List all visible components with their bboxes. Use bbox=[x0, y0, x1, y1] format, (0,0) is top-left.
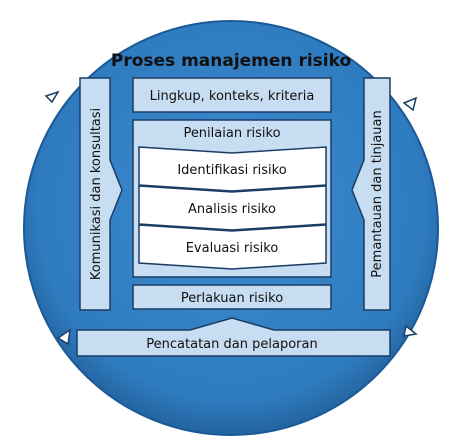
step-identification-shape bbox=[138, 146, 327, 192]
step-evaluation-label: Evaluasi risiko bbox=[186, 241, 279, 256]
diagram-title: Proses manajemen risiko bbox=[111, 51, 351, 71]
monitoring-bar-label: Pemantauan dan tinjauan bbox=[370, 110, 385, 277]
communication-bar bbox=[79, 77, 123, 311]
step-analysis-label: Analisis risiko bbox=[188, 202, 276, 217]
corner-triangle-bottom-left bbox=[56, 328, 71, 346]
scope-box bbox=[132, 77, 332, 113]
step-evaluation-shape bbox=[138, 224, 327, 270]
recording-bar-label: Pencatatan dan pelaporan bbox=[146, 337, 317, 352]
scope-box-label: Lingkup, konteks, kriteria bbox=[150, 89, 315, 104]
treatment-box bbox=[132, 284, 332, 310]
communication-bar-label: Komunikasi dan konsultasi bbox=[89, 108, 104, 280]
treatment-box-label: Perlakuan risiko bbox=[181, 291, 283, 306]
corner-triangle-top-left bbox=[44, 90, 60, 104]
monitoring-bar bbox=[351, 77, 391, 311]
step-analysis-shape bbox=[138, 185, 327, 231]
assessment-title: Penilaian risiko bbox=[183, 126, 280, 141]
recording-bar bbox=[76, 317, 391, 357]
step-identification-label: Identifikasi risiko bbox=[177, 163, 286, 178]
assessment-steps: Identifikasi risiko Analisis risiko Eval… bbox=[138, 146, 327, 270]
corner-triangle-top-right bbox=[402, 96, 418, 112]
corner-triangle-bottom-right bbox=[403, 324, 418, 337]
